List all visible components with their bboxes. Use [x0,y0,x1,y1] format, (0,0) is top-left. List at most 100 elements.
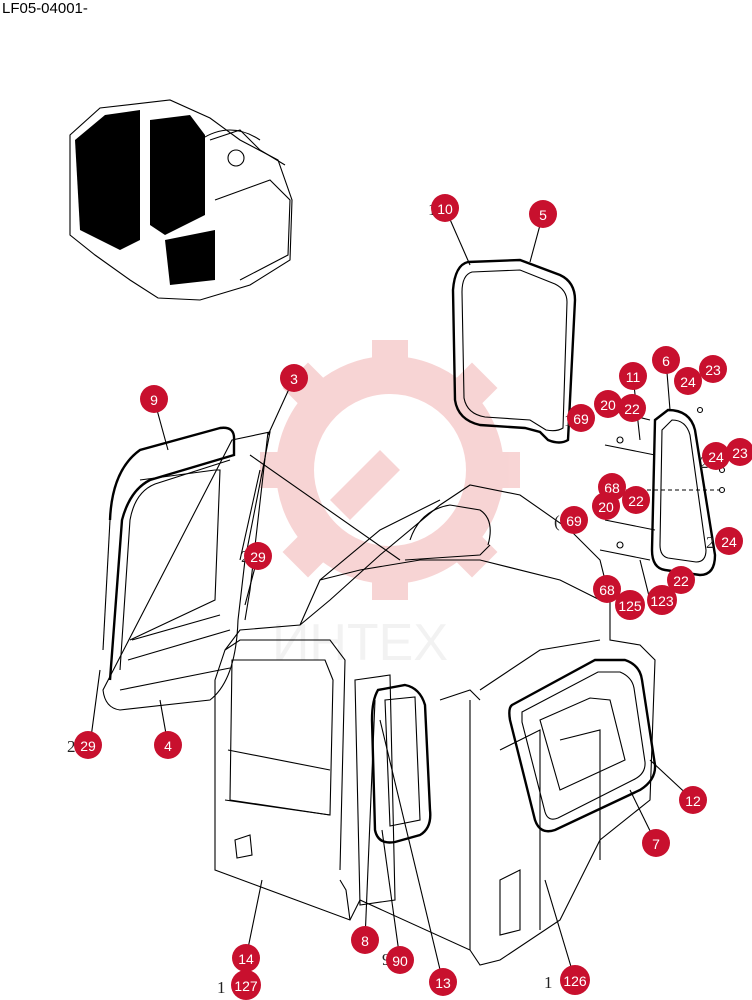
svg-text:1: 1 [544,973,553,992]
callout-20: 20 [594,390,622,418]
cab-overview-thumbnail [69,99,293,301]
callout-circle [244,542,272,570]
callout-20: 20 [592,492,620,520]
callout-11: 11 [619,362,647,390]
callout-label: 69 [573,411,589,427]
callout-label: 4 [164,738,172,754]
callout-label: 20 [598,499,614,515]
svg-text:2: 2 [706,533,715,552]
callout-label: 22 [628,493,644,509]
callout-125: 125 [615,590,645,620]
callout-label: 90 [392,953,408,969]
svg-text:ИНТЕХ: ИНТЕХ [272,614,448,672]
callout-label: 6 [662,353,670,369]
callout-22: 22 [622,486,650,514]
callout-68: 68 [593,575,621,603]
callout-23: 23 [699,355,727,383]
callout-label: 13 [435,975,451,991]
callout-4: 4 [154,731,182,759]
callout-circle [386,946,414,974]
callout-7: 7 [642,829,670,857]
callout-circle [619,362,647,390]
callout-12: 12 [679,786,707,814]
callout-label: 69 [566,513,582,529]
callout-69: 69 [560,506,588,534]
callout-circle [74,731,102,759]
callout-label: 22 [673,573,689,589]
callout-label: 14 [238,951,254,967]
callout-29: 29 [244,542,272,570]
callout-label: 24 [721,534,737,550]
callout-label: 127 [234,978,258,994]
callout-9: 9 [140,385,168,413]
callout-label: 68 [599,582,615,598]
callout-13: 13 [429,968,457,996]
callout-23: 23 [726,438,752,466]
callout-label: 10 [437,201,453,217]
callout-label: 9 [150,392,158,408]
callout-24: 24 [702,442,730,470]
callout-circle [593,575,621,603]
callout-label: 23 [732,445,748,461]
callout-3: 3 [280,364,308,392]
callout-123: 123 [647,585,677,615]
callout-label: 68 [604,480,620,496]
callout-127: 127 [231,970,261,1000]
callout-circle [667,566,695,594]
rear-small-window [599,406,726,601]
callout-circle [647,585,677,615]
callout-circle [154,731,182,759]
callout-label: 123 [650,593,674,609]
callout-circle [280,364,308,392]
callout-circle [699,355,727,383]
callout-label: 22 [624,401,640,417]
callout-22: 22 [618,394,646,422]
svg-text:1: 1 [217,978,226,997]
callout-circle [702,442,730,470]
callout-circle [726,438,752,466]
rear-window-glass [451,258,577,444]
callout-circle [231,970,261,1000]
callout-circle [622,486,650,514]
callout-label: 8 [361,933,369,949]
callout-circle [567,404,595,432]
callout-circle [232,944,260,972]
callout-circle [618,394,646,422]
callout-label: 24 [708,449,724,465]
callout-22: 22 [667,566,695,594]
callout-circle [674,367,702,395]
callout-8: 8 [351,926,379,954]
callout-24: 24 [715,527,743,555]
callout-circle [140,385,168,413]
callout-label: 29 [80,738,96,754]
callout-24: 24 [674,367,702,395]
callout-5: 5 [529,200,557,228]
callout-label: 20 [600,397,616,413]
callout-circle [642,829,670,857]
callout-label: 23 [705,362,721,378]
callout-6: 6 [652,346,680,374]
callout-14: 14 [232,944,260,972]
callout-circle [351,926,379,954]
callout-circle [529,200,557,228]
callout-circle [615,590,645,620]
svg-text:2: 2 [67,737,76,756]
callout-label: 7 [652,836,660,852]
callout-label: 12 [685,793,701,809]
callout-circle [592,492,620,520]
svg-text:(: ( [554,512,560,531]
callout-label: 24 [680,374,696,390]
callout-circle [431,194,459,222]
callout-label: 5 [539,207,547,223]
callout-label: 29 [250,549,266,565]
callout-circle [652,346,680,374]
callout-10: 10 [431,194,459,222]
callout-label: 11 [626,369,641,385]
callout-label: 125 [618,598,642,614]
callout-circle [715,527,743,555]
callout-circle [594,390,622,418]
side-window [508,658,657,833]
callout-label: 3 [290,371,298,387]
